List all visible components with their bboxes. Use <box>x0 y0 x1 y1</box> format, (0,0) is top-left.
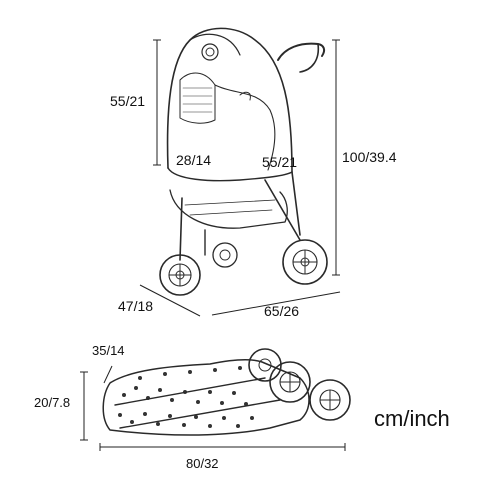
folded-stroller-illustration <box>102 348 351 436</box>
dimension-width <box>139 284 201 317</box>
dimension-folded-length <box>99 443 346 451</box>
label-length: 65/26 <box>264 303 299 319</box>
unit-label: cm/inch <box>374 406 450 431</box>
label-seat-height: 55/21 <box>262 154 297 170</box>
polka-dot-pattern <box>118 366 254 428</box>
label-total-height: 100/39.4 <box>342 149 397 165</box>
label-seat-depth: 28/14 <box>176 152 211 168</box>
label-folded-height: 20/7.8 <box>34 395 70 410</box>
label-canopy-height: 55/21 <box>110 93 145 109</box>
dimension-length <box>211 291 341 316</box>
label-folded-thickness: 35/14 <box>92 343 125 358</box>
dimension-folded-height <box>80 371 88 441</box>
dimension-total-height <box>332 39 340 276</box>
label-folded-length: 80/32 <box>186 456 219 471</box>
dimension-folded-thickness <box>103 365 113 384</box>
label-width: 47/18 <box>118 298 153 314</box>
dimension-canopy-height <box>153 39 161 166</box>
unfolded-stroller-illustration <box>159 27 328 296</box>
